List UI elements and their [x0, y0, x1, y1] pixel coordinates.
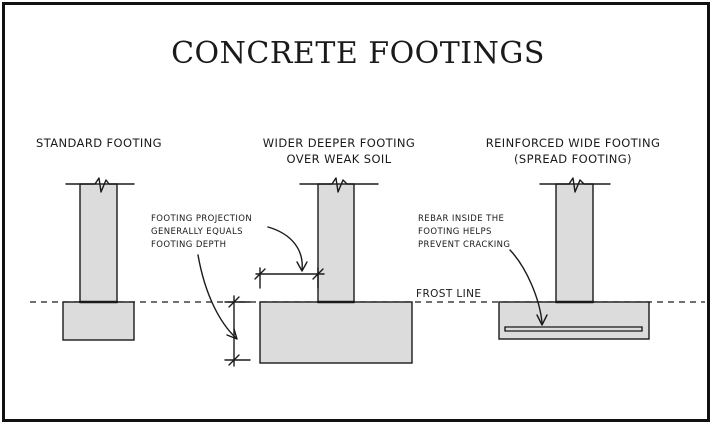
reinforced-wall	[555, 183, 594, 303]
standard-break-line	[65, 177, 135, 193]
wider-wall	[317, 183, 355, 303]
projection-leader-arrow	[267, 226, 303, 271]
wider-footing-label-line2: OVER WEAK SOIL	[286, 152, 391, 166]
depth-leader-arrow	[197, 254, 237, 339]
rebar	[505, 326, 642, 332]
rebar-note-line2: FOOTING HELPS	[418, 227, 492, 237]
reinforced-break-line	[539, 177, 611, 193]
reinforced-footing-base	[498, 301, 650, 340]
rebar-leader-arrow	[509, 249, 543, 324]
standard-footing	[62, 177, 135, 341]
frost-line-label: FROST LINE	[416, 288, 481, 300]
projection-note-line2: GENERALLY EQUALS	[151, 227, 243, 237]
standard-footing-label: STANDARD FOOTING	[36, 136, 162, 150]
reinforced-footing-label-line1: REINFORCED WIDE FOOTING	[486, 136, 661, 150]
wider-break-line	[299, 177, 379, 193]
rebar-note-line3: PREVENT CRACKING	[418, 240, 510, 250]
page-title: CONCRETE FOOTINGS	[171, 36, 545, 71]
projection-note-line3: FOOTING DEPTH	[151, 240, 226, 250]
wider-footing-base	[259, 301, 413, 364]
wider-footing-label-line1: WIDER DEEPER FOOTING	[263, 136, 415, 150]
reinforced-footing-label-line2: (SPREAD FOOTING)	[514, 152, 632, 166]
wider-deeper-footing	[224, 177, 413, 367]
projection-note-line1: FOOTING PROJECTION	[151, 214, 252, 224]
rebar-note-line1: REBAR INSIDE THE	[418, 214, 504, 224]
standard-wall	[79, 183, 118, 303]
standard-footing-base	[62, 301, 135, 341]
reinforced-wide-footing	[498, 177, 650, 340]
